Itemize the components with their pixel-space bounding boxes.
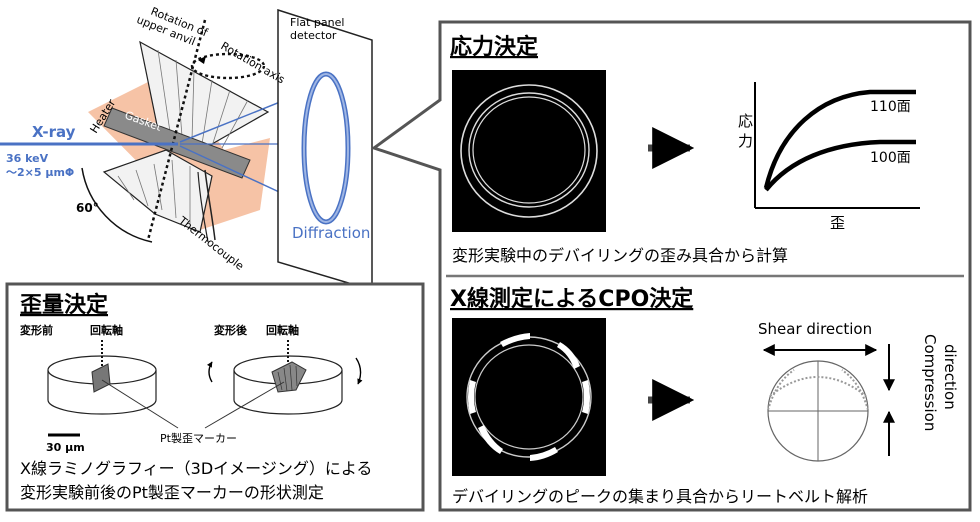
curve-100-label: 100面 [870,150,911,166]
strain-caption-1: X線ラミノグラフィー（3Dイメージング）による [20,459,372,478]
cpo-title: X線測定によるCPO決定 [450,286,693,312]
axis-label-before: 回転軸 [90,323,123,337]
right-panel: 応力決定 応 力 歪 110面 100面 変形実験中のデバイリングの歪み具合から… [370,20,972,512]
curve-110 [763,89,916,189]
angle-arc [81,167,153,243]
strain-panel: 歪量決定 変形前 回転軸 変形後 回転軸 [5,282,425,512]
scale-label: 30 μm [46,441,85,454]
chart-xlabel: 歪 [830,214,845,232]
curve-100 [764,139,916,192]
pt-marker-label: Pt製歪マーカー [160,431,237,445]
pt-marker-before [91,363,111,393]
rotation-axis-label: Rotation axis [219,39,288,86]
before-label: 変形前 [20,323,53,337]
texture-arcs [468,333,590,461]
rotation-arrow-left [207,361,213,383]
strain-title: 歪量決定 [20,292,108,318]
beam-energy-label: 36 keV [6,152,49,165]
xray-label: X-ray [32,123,76,141]
curve-110-label: 110面 [870,99,911,115]
stress-caption: 変形実験中のデバイリングの歪み具合から計算 [452,246,788,265]
detector-label: Flat panel detector [290,16,348,42]
rotation-arrow-right [355,357,363,385]
shear-label: Shear direction [758,320,872,338]
flat-panel-detector [277,8,373,292]
sample-after [233,340,343,415]
angle-label: 60° [76,201,99,215]
diffraction-label: Diffraction [292,224,370,242]
cpo-ring-image [452,318,606,476]
after-label: 変形後 [214,323,248,337]
sample-before [47,340,157,415]
apparatus-diagram [0,8,373,292]
strain-caption-2: 変形実験前後のPt製歪マーカーの形状測定 [20,483,324,502]
beam-size-label: ～2×5 μmΦ [6,166,74,179]
cpo-caption: デバイリングのピークの集まり具合からリートベルト解析 [452,487,868,506]
rotation-indicator [190,52,266,80]
chart-ylabel: 応 力 [738,112,758,150]
rotation-axis-line [146,19,207,241]
axis-label-after: 回転軸 [266,323,299,337]
stress-title: 応力決定 [450,34,538,60]
compression-label: Compression direction [921,334,959,436]
lower-anvil [102,149,213,233]
